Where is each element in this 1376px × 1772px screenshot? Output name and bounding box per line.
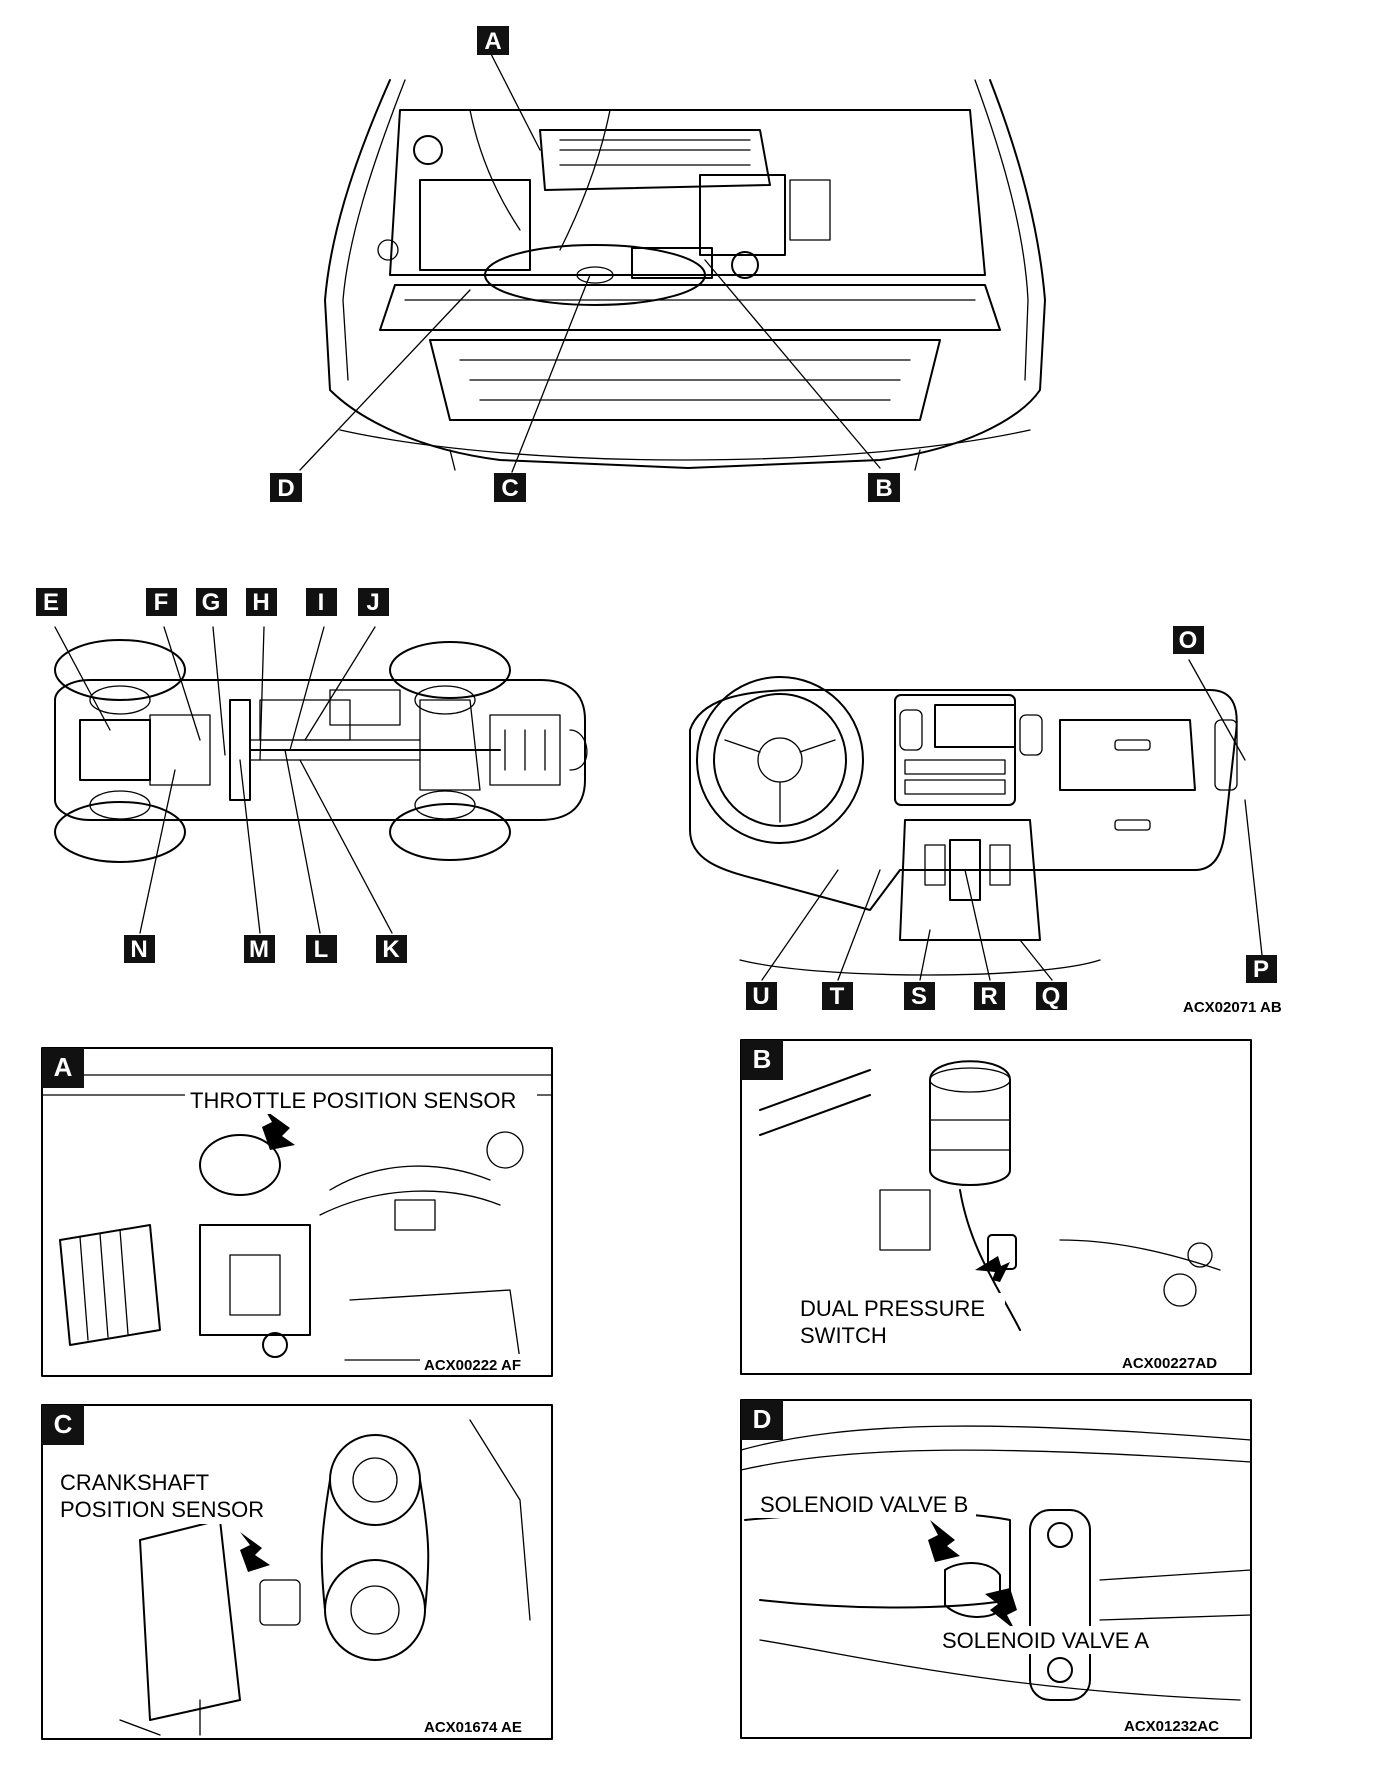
label-p: P <box>1246 955 1277 983</box>
panel-b-code: ACX00227AD <box>1122 1355 1217 1372</box>
panel-d-solenoid-valves: D SOLENOID VALVE B SOLENOID VALVE A ACX0… <box>740 1399 1252 1739</box>
panel-c-code: ACX01674 AE <box>424 1719 522 1736</box>
panel-a-throttle-position-sensor: A THROTTLE POSITION SENSOR ACX00222 AF <box>41 1047 553 1377</box>
svg-text:C: C <box>501 475 518 502</box>
svg-text:O: O <box>1179 627 1198 654</box>
panel-d-caption-valve-b: SOLENOID VALVE B <box>760 1492 968 1517</box>
svg-text:I: I <box>318 589 325 616</box>
label-m: M <box>244 935 275 963</box>
label-j: J <box>358 588 389 616</box>
svg-text:D: D <box>277 475 294 502</box>
panel-b-dual-pressure-switch: B DUAL PRESSURE SWITCH ACX00227AD <box>740 1039 1252 1375</box>
svg-text:Q: Q <box>1042 983 1061 1010</box>
label-i: I <box>306 588 337 616</box>
svg-text:H: H <box>252 589 269 616</box>
top-leader-lines <box>299 51 881 473</box>
panel-a-letter: A <box>54 1052 73 1082</box>
panel-b-caption-line1: DUAL PRESSURE <box>800 1296 985 1321</box>
label-r: R <box>974 982 1005 1010</box>
label-h: H <box>246 588 277 616</box>
svg-text:R: R <box>980 983 997 1010</box>
label-n: N <box>124 935 155 963</box>
dashboard-drawing <box>689 676 1238 976</box>
panel-b-letter: B <box>753 1044 772 1074</box>
panel-a-caption: THROTTLE POSITION SENSOR <box>190 1088 516 1113</box>
panel-a-code: ACX00222 AF <box>424 1357 521 1374</box>
svg-text:B: B <box>875 475 892 502</box>
label-s: S <box>904 982 935 1010</box>
svg-text:N: N <box>130 936 147 963</box>
label-e: E <box>36 588 67 616</box>
panel-d-letter: D <box>753 1404 772 1434</box>
panel-c-caption-line2: POSITION SENSOR <box>60 1497 264 1522</box>
label-d: D <box>270 473 302 502</box>
svg-text:G: G <box>202 589 221 616</box>
panel-c-crankshaft-position-sensor: C CRANKSHAFT POSITION SENSOR ACX01674 AE <box>41 1404 553 1740</box>
svg-text:L: L <box>314 936 329 963</box>
svg-text:J: J <box>366 589 379 616</box>
label-b: B <box>868 473 900 502</box>
label-g: G <box>196 588 227 616</box>
label-o: O <box>1173 626 1204 654</box>
panel-b-caption-line2: SWITCH <box>800 1323 887 1348</box>
svg-text:M: M <box>249 936 269 963</box>
label-c: C <box>494 473 526 502</box>
svg-text:U: U <box>752 983 769 1010</box>
svg-text:S: S <box>911 983 927 1010</box>
panel-d-code: ACX01232AC <box>1124 1718 1219 1735</box>
drawing-code-main: ACX02071 AB <box>1183 999 1282 1016</box>
underbody-leader-lines <box>54 626 393 934</box>
label-a: A <box>477 26 509 55</box>
panel-c-caption-line1: CRANKSHAFT <box>60 1470 209 1495</box>
svg-text:E: E <box>43 589 59 616</box>
svg-text:P: P <box>1253 956 1269 983</box>
panel-d-caption-valve-a: SOLENOID VALVE A <box>942 1628 1149 1653</box>
label-u: U <box>746 982 777 1010</box>
label-q: Q <box>1036 982 1067 1010</box>
label-f: F <box>146 588 177 616</box>
label-t: T <box>822 982 853 1010</box>
svg-text:K: K <box>382 936 400 963</box>
svg-text:F: F <box>154 589 169 616</box>
panel-c-letter: C <box>54 1409 73 1439</box>
svg-text:A: A <box>484 28 501 55</box>
dashboard-leader-lines <box>761 659 1263 981</box>
engine-compartment-drawing <box>324 79 1046 471</box>
svg-text:T: T <box>830 983 845 1010</box>
label-l: L <box>306 935 337 963</box>
underbody-drawing <box>54 639 588 863</box>
label-k: K <box>376 935 407 963</box>
